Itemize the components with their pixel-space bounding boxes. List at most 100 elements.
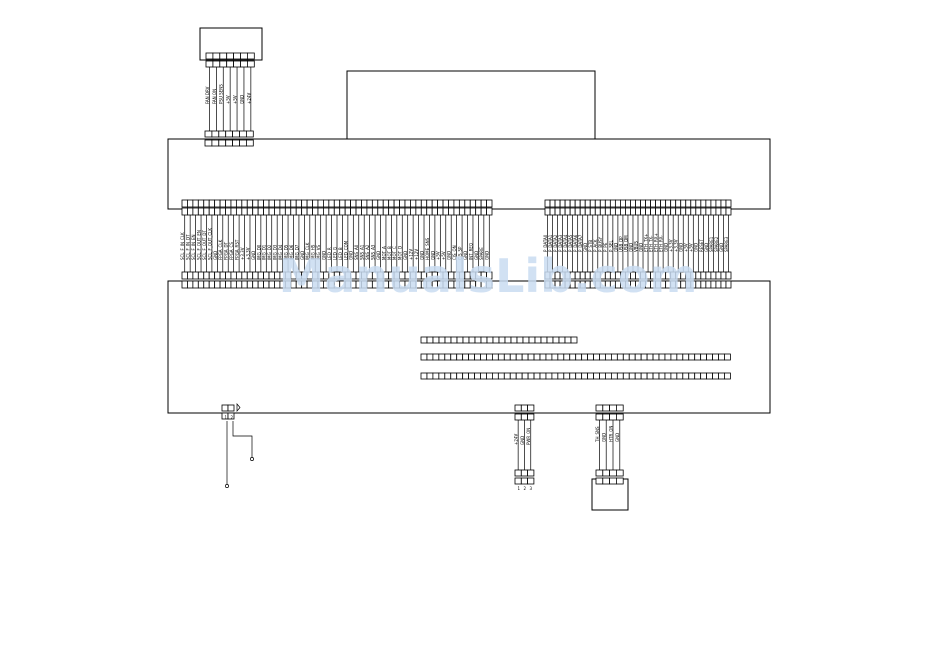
right-harness-pin bbox=[549, 207, 556, 216]
board-strip-pin bbox=[652, 372, 660, 380]
board-strip-pin bbox=[420, 372, 428, 380]
bottom-right-pin bbox=[595, 404, 604, 412]
right-harness-pin bbox=[705, 199, 712, 208]
right-harness-signal-label: P_DATA3 bbox=[558, 234, 563, 252]
right-harness-signal-label: GND bbox=[719, 243, 724, 252]
left-harness-signal-label: SCL_F_OUT_DT bbox=[202, 230, 207, 260]
left-harness-signal-label: GND bbox=[447, 251, 452, 260]
board-strip-pin bbox=[700, 353, 708, 361]
bottom-left-pin bbox=[221, 404, 229, 412]
right-harness-pin bbox=[650, 199, 656, 208]
board-strip-pin bbox=[640, 372, 648, 380]
board-strip-pin bbox=[706, 372, 713, 380]
left-harness-pin bbox=[333, 207, 341, 216]
upper-board-top-pin bbox=[245, 139, 254, 147]
left-harness-pin bbox=[230, 199, 237, 208]
left-harness-signal-label: LED_G bbox=[332, 247, 337, 260]
left-harness-pin bbox=[208, 207, 216, 216]
left-harness-signal-label: +5V bbox=[436, 251, 441, 260]
left-harness-pin bbox=[181, 271, 188, 280]
board-strip-pin bbox=[564, 336, 572, 344]
left-harness-signal-label: MOT_A bbox=[381, 246, 386, 260]
bottom-left-pin-mark-1: 1 bbox=[225, 415, 228, 420]
board-strip-pin bbox=[605, 372, 612, 380]
top-module-pin bbox=[246, 60, 255, 68]
bottom-right-pin bbox=[609, 404, 617, 412]
left-harness-pin bbox=[426, 207, 433, 216]
right-harness-pin bbox=[584, 199, 591, 208]
right-harness-pin bbox=[670, 207, 677, 216]
left-harness-signal-label: +3.3V bbox=[245, 247, 250, 260]
board-strip-pin bbox=[444, 372, 452, 380]
top-module-pin bbox=[205, 60, 214, 68]
left-harness-signal-label: FPGA_CS bbox=[229, 242, 234, 260]
left-harness-pin bbox=[382, 199, 390, 208]
right-harness-signal-label: +3.3V bbox=[674, 239, 679, 252]
left-harness-pin bbox=[350, 199, 357, 208]
bottom-middle-pin bbox=[514, 404, 522, 412]
left-harness-pin bbox=[246, 199, 254, 208]
board-strip-pin bbox=[420, 336, 428, 344]
board-strip-pin bbox=[676, 353, 684, 361]
right-harness-pin bbox=[685, 199, 692, 208]
left-harness-pin bbox=[235, 271, 243, 280]
board-strip-pin bbox=[474, 353, 481, 361]
board-strip-pin bbox=[634, 372, 642, 380]
left-harness-pin bbox=[361, 199, 368, 208]
upper-board-top-pin bbox=[239, 139, 247, 147]
right-harness-pin bbox=[584, 207, 591, 216]
upper-board-top-pin bbox=[211, 130, 220, 138]
board-strip-pin bbox=[640, 353, 648, 361]
right-harness-pin bbox=[559, 207, 566, 216]
right-harness-pin bbox=[599, 207, 606, 216]
left-harness-pin bbox=[197, 280, 205, 289]
board-strip-pin bbox=[670, 353, 678, 361]
board-strip-pin bbox=[646, 353, 654, 361]
upper-board-top-pin bbox=[211, 139, 220, 147]
right-harness-pin bbox=[720, 207, 727, 216]
board-strip-pin bbox=[646, 372, 654, 380]
board-strip-pin bbox=[533, 353, 541, 361]
board-strip-pin bbox=[522, 336, 530, 344]
board-strip-pin bbox=[688, 372, 696, 380]
bottom-right-pin bbox=[609, 469, 617, 477]
left-harness-pin bbox=[431, 199, 439, 208]
right-harness-pin bbox=[630, 199, 636, 208]
top-module-pin bbox=[219, 52, 228, 60]
bottom-middle-pin bbox=[514, 477, 522, 485]
left-harness-signal-label: GND bbox=[403, 251, 408, 260]
right-harness-pin bbox=[640, 207, 646, 216]
right-harness-signal-label: GND bbox=[704, 243, 709, 252]
left-harness-signal-label: +12V bbox=[409, 249, 414, 260]
bottom-middle-pin bbox=[514, 413, 522, 421]
left-harness-pin bbox=[295, 207, 303, 216]
board-strip-pin bbox=[658, 372, 666, 380]
left-harness-signal-label: IMG_D5 bbox=[283, 244, 288, 260]
right-harness-pin bbox=[614, 207, 621, 216]
left-harness-signal-label: GND bbox=[474, 251, 479, 260]
right-harness-pin bbox=[630, 207, 636, 216]
left-harness-pin bbox=[382, 207, 390, 216]
left-harness-pin bbox=[448, 199, 455, 208]
board-strip-pin bbox=[718, 372, 725, 380]
left-harness-signal-label: MOT_B bbox=[387, 246, 392, 260]
board-strip-pin bbox=[611, 353, 618, 361]
top-harness-signal-label: PSU SENS bbox=[219, 84, 224, 104]
board-strip-pin bbox=[616, 353, 624, 361]
left-harness-signal-label: SNS_A1 bbox=[360, 244, 365, 260]
left-harness-signal-label: HOME_SNS bbox=[425, 237, 430, 260]
board-strip-pin bbox=[664, 353, 672, 361]
left-harness-signal-label: SCL_F_IN_DT bbox=[186, 234, 191, 260]
right-harness-signal-label: P_DATA2 bbox=[553, 234, 558, 252]
right-harness-signal-label: ETH_TX+ bbox=[643, 233, 648, 252]
left-harness-pin bbox=[366, 207, 373, 216]
left-harness-pin bbox=[388, 207, 395, 216]
top-module-pin bbox=[226, 52, 234, 60]
right-harness-signal-label: GND bbox=[694, 243, 699, 252]
left-harness-pin bbox=[388, 199, 395, 208]
top-harness-signal-label: +24V bbox=[246, 93, 251, 104]
right-harness-pin bbox=[604, 199, 611, 208]
right-harness-pin bbox=[725, 280, 732, 289]
board-strip-pin bbox=[438, 336, 446, 344]
board-strip-pin bbox=[504, 336, 512, 344]
